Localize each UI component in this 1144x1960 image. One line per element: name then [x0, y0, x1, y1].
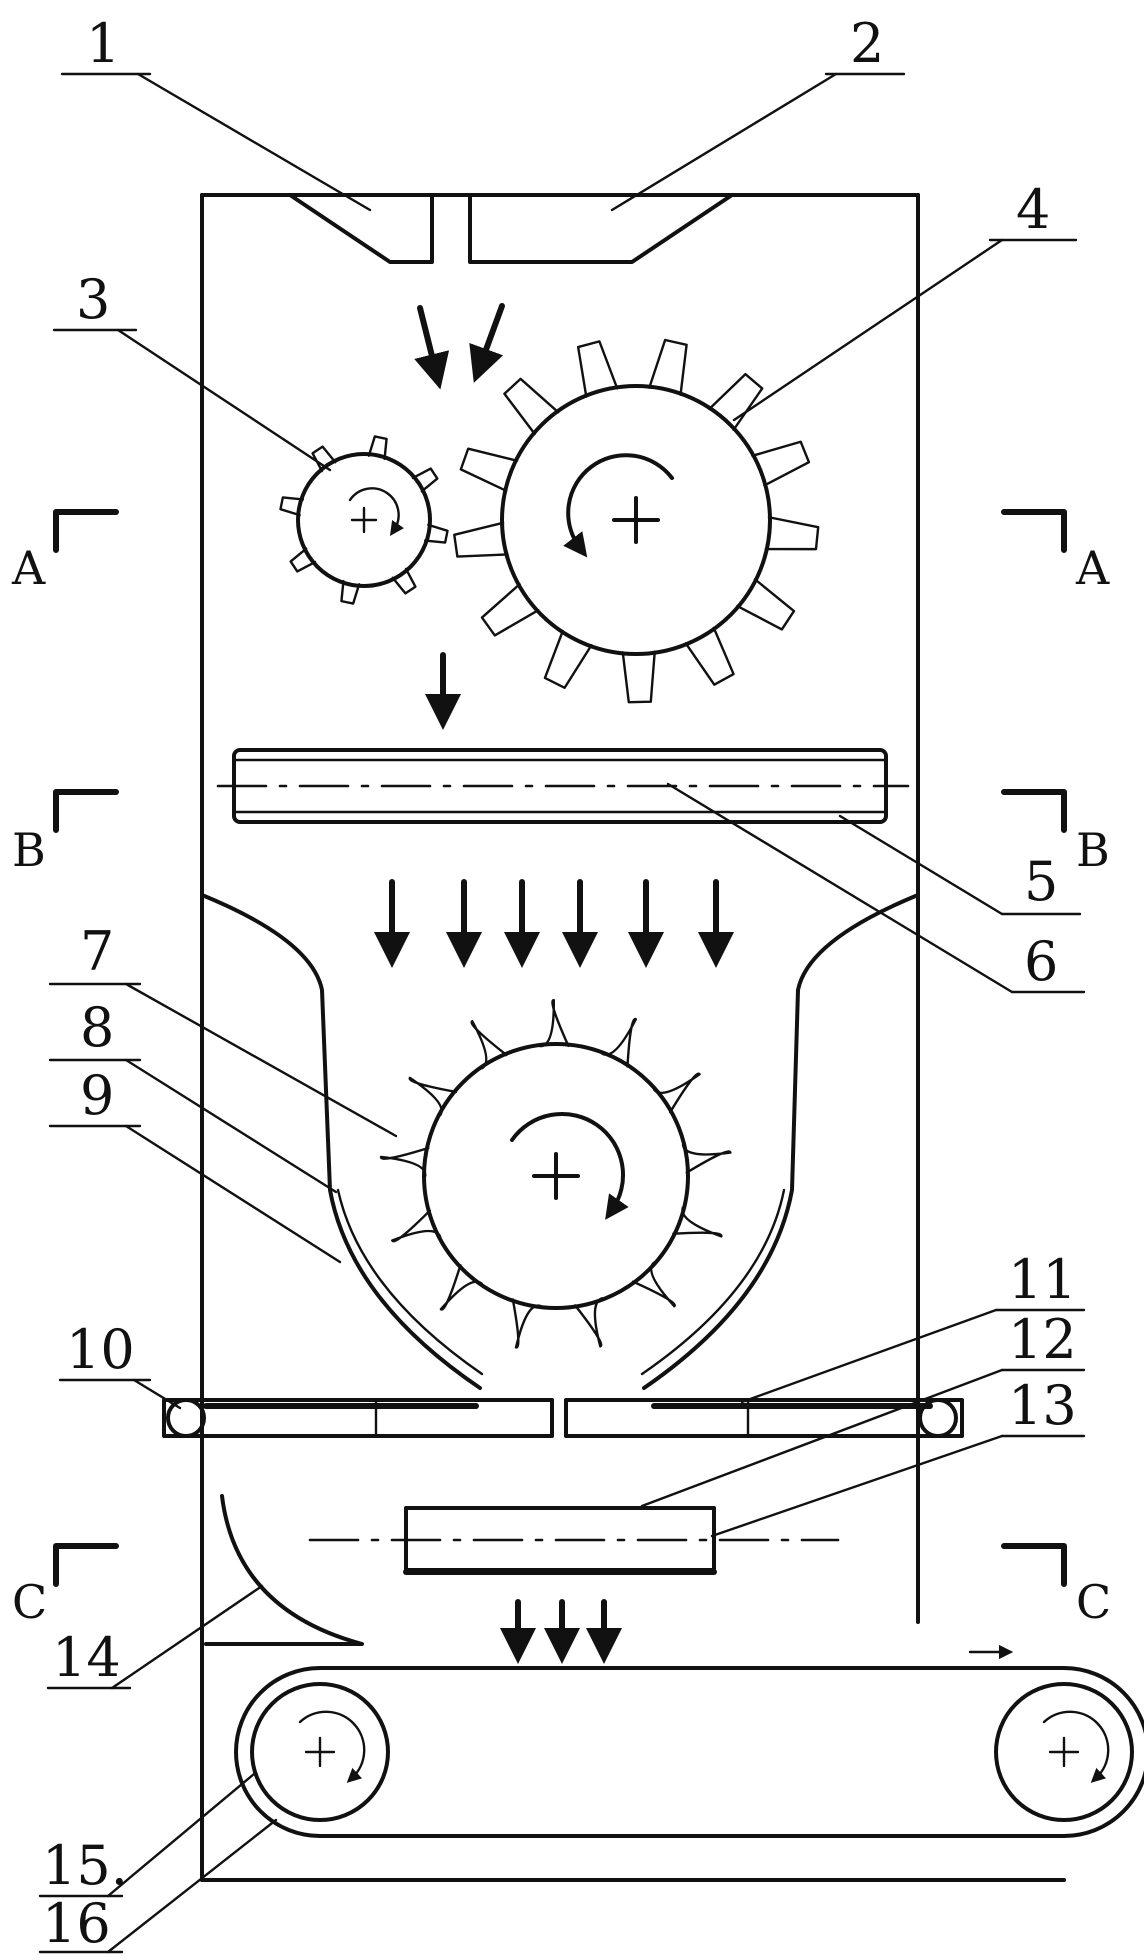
label-10: 10: [66, 1318, 135, 1381]
roller-tooth: [367, 435, 388, 461]
roller-tooth: [684, 626, 735, 686]
label-6: 6: [1024, 930, 1058, 993]
roller-tooth: [470, 1019, 508, 1070]
part-labels: 1 2 3 4 5 6 7 8 9 10 11 12 13 14 15. 16: [42, 12, 1077, 1955]
flow-arrows-lower: [500, 1599, 622, 1664]
flow-arrows-middle: [374, 879, 734, 968]
roller-tooth: [681, 1143, 732, 1174]
inlet-hoppers: [288, 193, 734, 264]
label-2: 2: [850, 12, 884, 75]
roller-tooth: [453, 521, 509, 558]
section-marks: A A B B C C: [11, 509, 1111, 1629]
label-13: 13: [1008, 1374, 1077, 1437]
roller-tooth: [423, 523, 449, 544]
roller-tooth: [511, 1298, 542, 1349]
inflow-arrows-top: [414, 303, 505, 730]
roller-tooth: [279, 496, 305, 517]
roller-tooth: [411, 467, 439, 493]
roller-tooth: [459, 447, 519, 493]
roller-tooth: [736, 578, 796, 631]
grinding-roller: [379, 998, 732, 1349]
section-mark-a-left: A: [11, 541, 46, 595]
leader-lines: [38, 72, 1086, 1954]
screen-drum: [216, 748, 910, 824]
roller-tooth: [631, 1261, 676, 1308]
roller-tooth: [576, 340, 619, 398]
label-4: 4: [1016, 178, 1050, 241]
label-5: 5: [1024, 850, 1058, 913]
roller-tooth: [543, 629, 593, 689]
belt-conveyor: [234, 1644, 1144, 1838]
roller-tooth: [652, 1072, 701, 1114]
label-14: 14: [52, 1626, 121, 1689]
crushing-roller-large: [453, 338, 820, 704]
section-mark-c-right: C: [1076, 1575, 1111, 1629]
roller-tooth: [391, 567, 417, 595]
roller-tooth: [408, 1076, 458, 1117]
discharge-plate: [162, 1398, 964, 1438]
roller-tooth: [672, 1206, 723, 1238]
roller-tooth: [648, 338, 688, 396]
deflector: [204, 1494, 364, 1646]
roller-tooth: [539, 998, 570, 1048]
roller-tooth: [764, 516, 820, 551]
roller-tooth: [601, 1017, 638, 1068]
lower-screen: [308, 1506, 840, 1575]
roller-tooth: [503, 377, 560, 436]
label-9: 9: [80, 1064, 114, 1127]
label-3: 3: [76, 268, 110, 331]
label-1: 1: [86, 12, 120, 75]
feed-roller-small: [279, 435, 449, 605]
label-16: 16: [42, 1892, 111, 1955]
roller-tooth: [708, 372, 764, 431]
roller-tooth: [439, 1264, 483, 1311]
roller-tooth: [751, 440, 811, 487]
label-8: 8: [80, 996, 114, 1059]
roller-tooth: [289, 547, 317, 573]
section-mark-a-right: A: [1075, 541, 1110, 595]
roller-tooth: [621, 650, 656, 704]
section-mark-b-left: B: [12, 823, 46, 877]
machine-frame: [200, 193, 1066, 1882]
label-11: 11: [1008, 1248, 1077, 1311]
roller-tooth: [480, 583, 540, 637]
label-7: 7: [80, 920, 114, 983]
roller-tooth: [340, 579, 361, 605]
grinding-chamber: [200, 893, 920, 1390]
section-mark-c-left: C: [12, 1575, 47, 1629]
roller-tooth: [379, 1146, 430, 1178]
label-15: 15.: [42, 1834, 128, 1897]
label-12: 12: [1008, 1308, 1077, 1371]
roller-tooth: [573, 1297, 604, 1348]
roller-tooth: [391, 1209, 442, 1243]
section-mark-b-right: B: [1076, 823, 1110, 877]
